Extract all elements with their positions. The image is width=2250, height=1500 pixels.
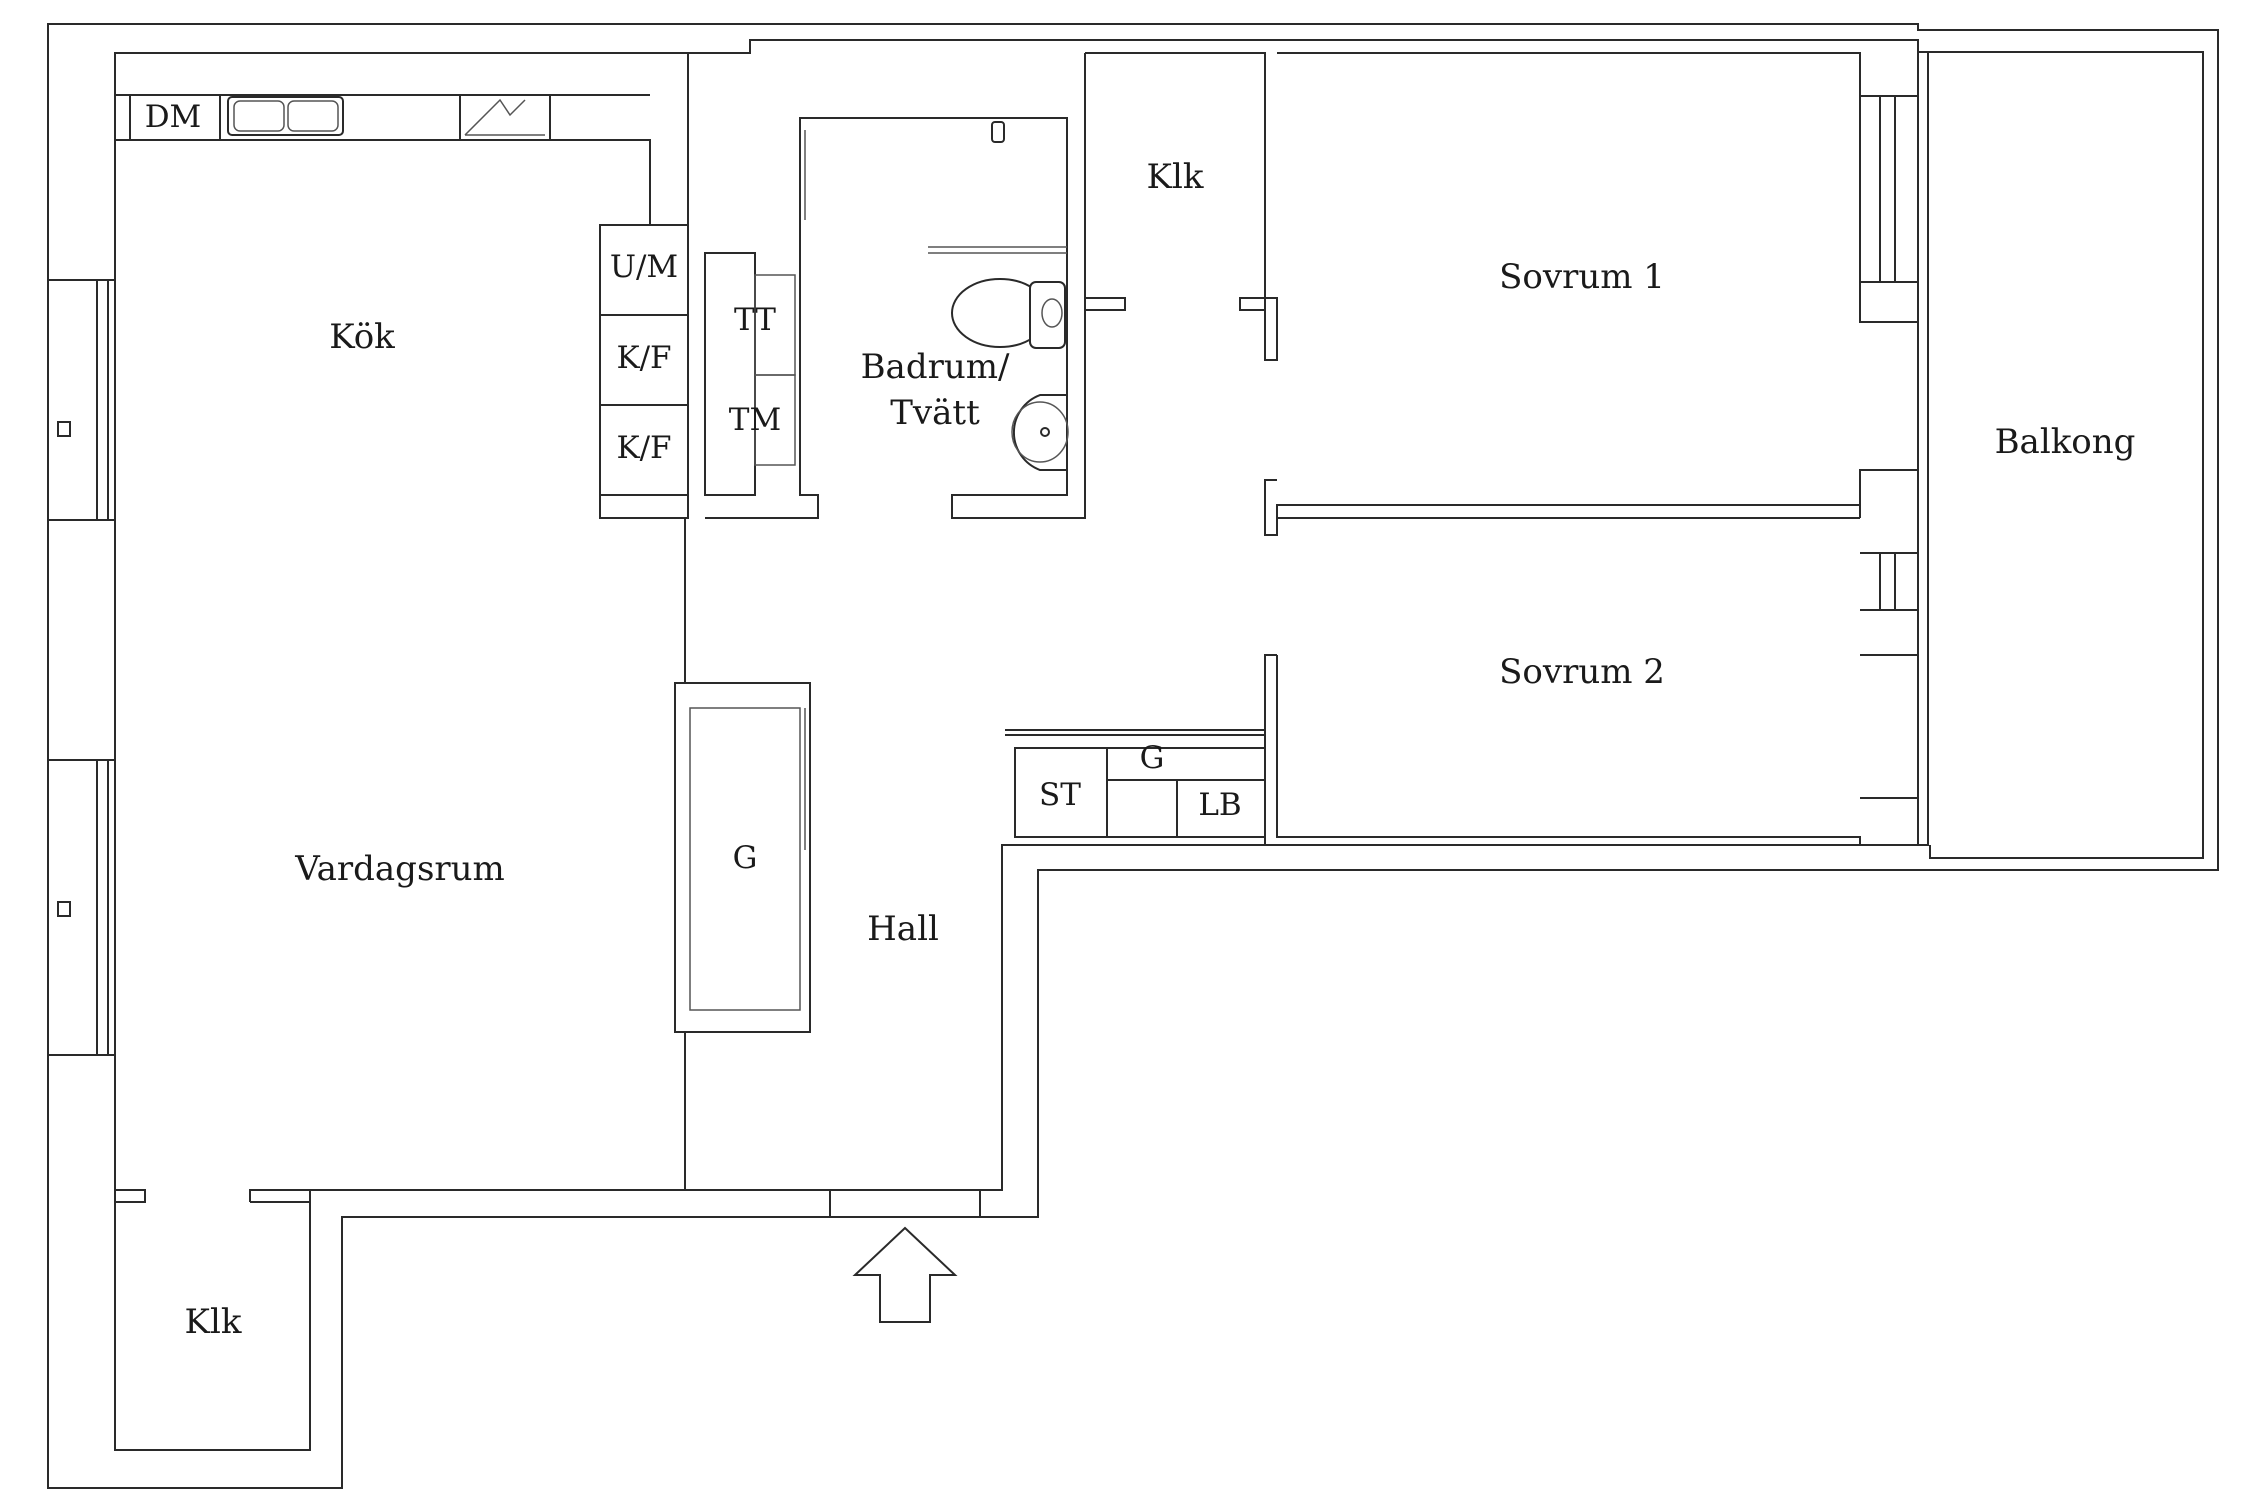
room-label-vardagsrum: Vardagsrum bbox=[294, 849, 505, 889]
closet-doorjamb bbox=[1085, 297, 1126, 311]
room-label-kok: Kök bbox=[329, 317, 395, 357]
bedroom2-wall bbox=[1264, 469, 1918, 845]
room-label-sovrum1: Sovrum 1 bbox=[1499, 257, 1665, 297]
bedroom2-window bbox=[1860, 553, 1918, 611]
fixture-label-tm: TM bbox=[729, 402, 781, 438]
toilet-icon bbox=[951, 278, 1066, 349]
room-label-klk-top: Klk bbox=[1147, 157, 1204, 197]
balcony-wall bbox=[1917, 40, 2204, 859]
room-label-hall: Hall bbox=[867, 909, 939, 949]
kitchen-sink-icon bbox=[227, 96, 344, 136]
fixture-label-st: ST bbox=[1039, 777, 1081, 813]
outer-wall bbox=[47, 23, 2219, 1489]
left-window-upper bbox=[48, 279, 115, 521]
left-window-lower bbox=[48, 759, 115, 1056]
sink-icon bbox=[1011, 394, 1069, 471]
room-label-sovrum2: Sovrum 2 bbox=[1499, 652, 1665, 692]
bottom-closet-wall bbox=[114, 1201, 311, 1451]
window-latch bbox=[57, 421, 71, 437]
fixture-label-g-living: G bbox=[733, 840, 758, 876]
laundry-column bbox=[704, 252, 796, 496]
window-latch bbox=[57, 901, 71, 917]
kitchen-cabinets bbox=[599, 224, 689, 519]
tap-icon bbox=[991, 121, 1005, 143]
entrance-doorjamb bbox=[979, 1189, 1002, 1217]
fixture-label-kf2: K/F bbox=[616, 430, 671, 466]
hall-wardrobe bbox=[1005, 729, 1266, 838]
room-label-tvatt: Tvätt bbox=[890, 393, 980, 433]
closet-wall bbox=[1085, 52, 1278, 361]
living-storage bbox=[674, 682, 811, 1033]
entrance-arrow-icon bbox=[852, 1226, 958, 1323]
stove-icon bbox=[464, 98, 545, 136]
bedroom1-window bbox=[1860, 95, 1918, 283]
fixture-label-um: U/M bbox=[610, 249, 678, 285]
fixture-label-g-hall: G bbox=[1140, 740, 1165, 776]
fixture-label-dm: DM bbox=[145, 99, 202, 135]
room-label-badrum: Badrum/ bbox=[861, 347, 1010, 387]
fixture-label-lb: LB bbox=[1198, 787, 1241, 823]
fixture-label-tt: TT bbox=[734, 302, 776, 338]
room-label-balkong: Balkong bbox=[1995, 422, 2136, 462]
bathroom-wall bbox=[705, 53, 1086, 519]
room-label-klk-bottom: Klk bbox=[185, 1302, 242, 1342]
living-bottom-wall bbox=[115, 1189, 831, 1217]
fixture-label-kf1: K/F bbox=[616, 340, 671, 376]
